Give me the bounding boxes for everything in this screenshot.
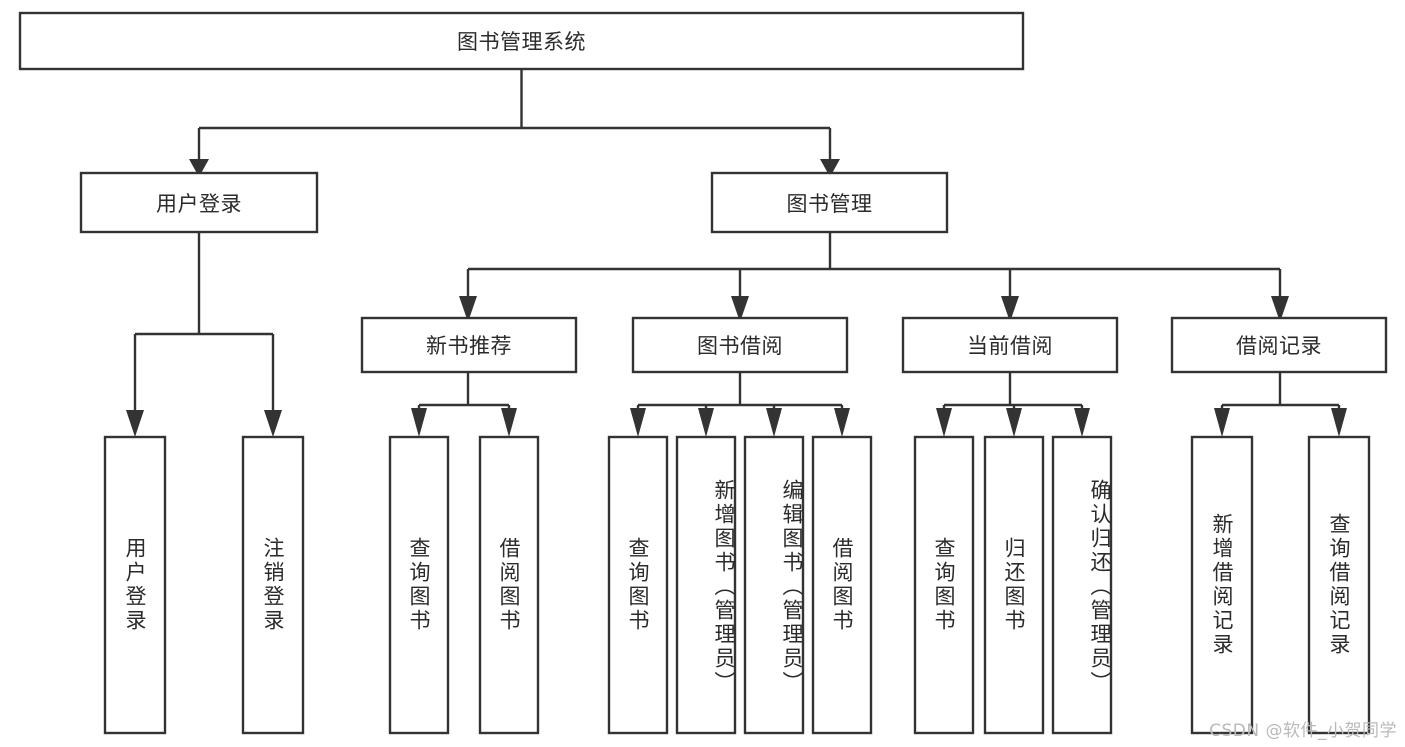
arrowhead-borrow-record — [1271, 296, 1289, 322]
arrowhead-user-login — [189, 159, 209, 177]
arrowhead-bb-leaf-1 — [630, 408, 646, 437]
node-box-borrow-record[interactable] — [1170, 316, 1388, 374]
node-box-current-borrow[interactable] — [901, 316, 1119, 374]
arrowhead-leaf-user-logout — [264, 410, 282, 437]
arrowhead-book-management — [820, 159, 840, 177]
csdn-watermark: CSDN @软件_小贺同学 — [1209, 721, 1397, 741]
arrowhead-bb-leaf-4 — [834, 408, 850, 437]
node-box-book-borrow[interactable] — [631, 316, 849, 374]
node-box-leaf-add-book-admin[interactable] — [675, 435, 737, 735]
arrowhead-nbr-leaf-2 — [501, 408, 517, 437]
arrowhead-cb-leaf-1 — [936, 408, 952, 437]
nodes-group — [18, 11, 1388, 735]
arrowhead-book-borrow — [731, 296, 749, 322]
node-box-leaf-query-borrow-record[interactable] — [1307, 435, 1371, 735]
arrowheads-group — [126, 159, 1347, 437]
node-box-leaf-user-login[interactable] — [103, 435, 167, 735]
node-box-new-book-recommend[interactable] — [360, 316, 578, 374]
node-box-leaf-query-book-2[interactable] — [607, 435, 669, 735]
node-box-leaf-add-borrow-record[interactable] — [1190, 435, 1254, 735]
arrowhead-current-borrow — [1001, 296, 1019, 322]
arrowhead-bb-leaf-2 — [698, 408, 714, 437]
node-box-user-login[interactable] — [79, 171, 319, 234]
arrowhead-new-book-recommend — [459, 296, 477, 322]
node-box-leaf-edit-book-admin[interactable] — [743, 435, 805, 735]
arrowhead-cb-leaf-3 — [1074, 408, 1090, 437]
arrowhead-cb-leaf-2 — [1006, 408, 1022, 437]
arrowhead-br-leaf-2 — [1331, 408, 1347, 437]
node-box-leaf-confirm-return-admin[interactable] — [1051, 435, 1113, 735]
node-box-book-management[interactable] — [710, 171, 949, 234]
node-box-root[interactable] — [18, 11, 1025, 71]
arrowhead-br-leaf-1 — [1214, 408, 1230, 437]
arrowhead-bb-leaf-3 — [766, 408, 782, 437]
node-box-leaf-query-book-3[interactable] — [913, 435, 975, 735]
arrowhead-nbr-leaf-1 — [411, 408, 427, 437]
node-box-leaf-query-book-1[interactable] — [388, 435, 450, 735]
arrowhead-leaf-user-login — [126, 410, 144, 437]
node-box-leaf-return-book[interactable] — [983, 435, 1045, 735]
node-box-leaf-user-logout[interactable] — [241, 435, 305, 735]
node-box-leaf-borrow-book-2[interactable] — [811, 435, 873, 735]
node-box-leaf-borrow-book-1[interactable] — [478, 435, 540, 735]
